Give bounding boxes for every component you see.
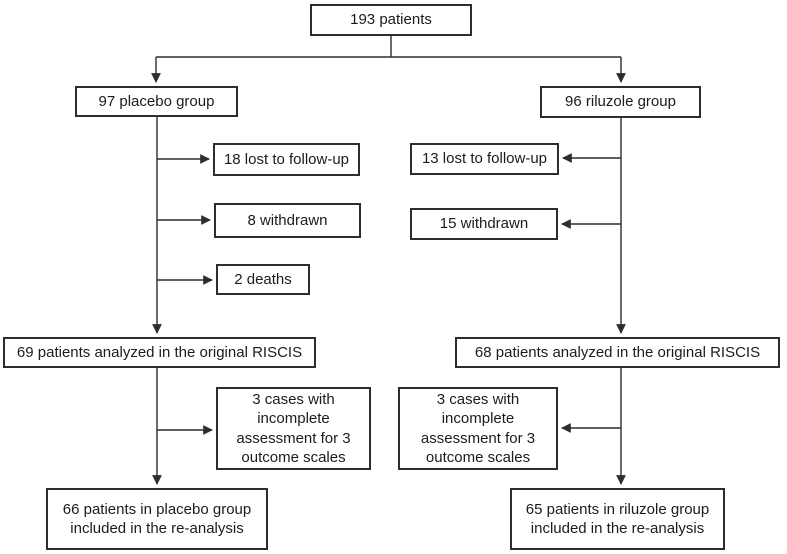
node-riluzole-analyzed-riscis: 68 patients analyzed in the original RIS… bbox=[455, 337, 780, 368]
node-placebo-reanalysis: 66 patients in placebo group included in… bbox=[46, 488, 268, 550]
connector-riluzole-upper bbox=[561, 118, 626, 334]
node-riluzole-reanalysis: 65 patients in riluzole group included i… bbox=[510, 488, 725, 550]
node-riluzole-group: 96 riluzole group bbox=[540, 86, 701, 118]
node-placebo-lost-followup: 18 lost to follow-up bbox=[213, 143, 360, 176]
node-riluzole-incomplete-cases: 3 cases with incomplete assessment for 3… bbox=[398, 387, 558, 470]
node-riluzole-withdrawn: 15 withdrawn bbox=[410, 208, 558, 240]
node-riluzole-lost-followup: 13 lost to follow-up bbox=[410, 143, 559, 175]
connector-placebo-lower bbox=[152, 368, 213, 485]
connector-top-split bbox=[151, 36, 626, 83]
node-placebo-incomplete-cases: 3 cases with incomplete assessment for 3… bbox=[216, 387, 371, 470]
connector-placebo-upper bbox=[152, 117, 213, 334]
connector-riluzole-lower bbox=[561, 368, 626, 485]
node-placebo-withdrawn: 8 withdrawn bbox=[214, 203, 361, 238]
node-total-patients: 193 patients bbox=[310, 4, 472, 36]
node-placebo-deaths: 2 deaths bbox=[216, 264, 310, 295]
node-placebo-analyzed-riscis: 69 patients analyzed in the original RIS… bbox=[3, 337, 316, 368]
node-placebo-group: 97 placebo group bbox=[75, 86, 238, 117]
